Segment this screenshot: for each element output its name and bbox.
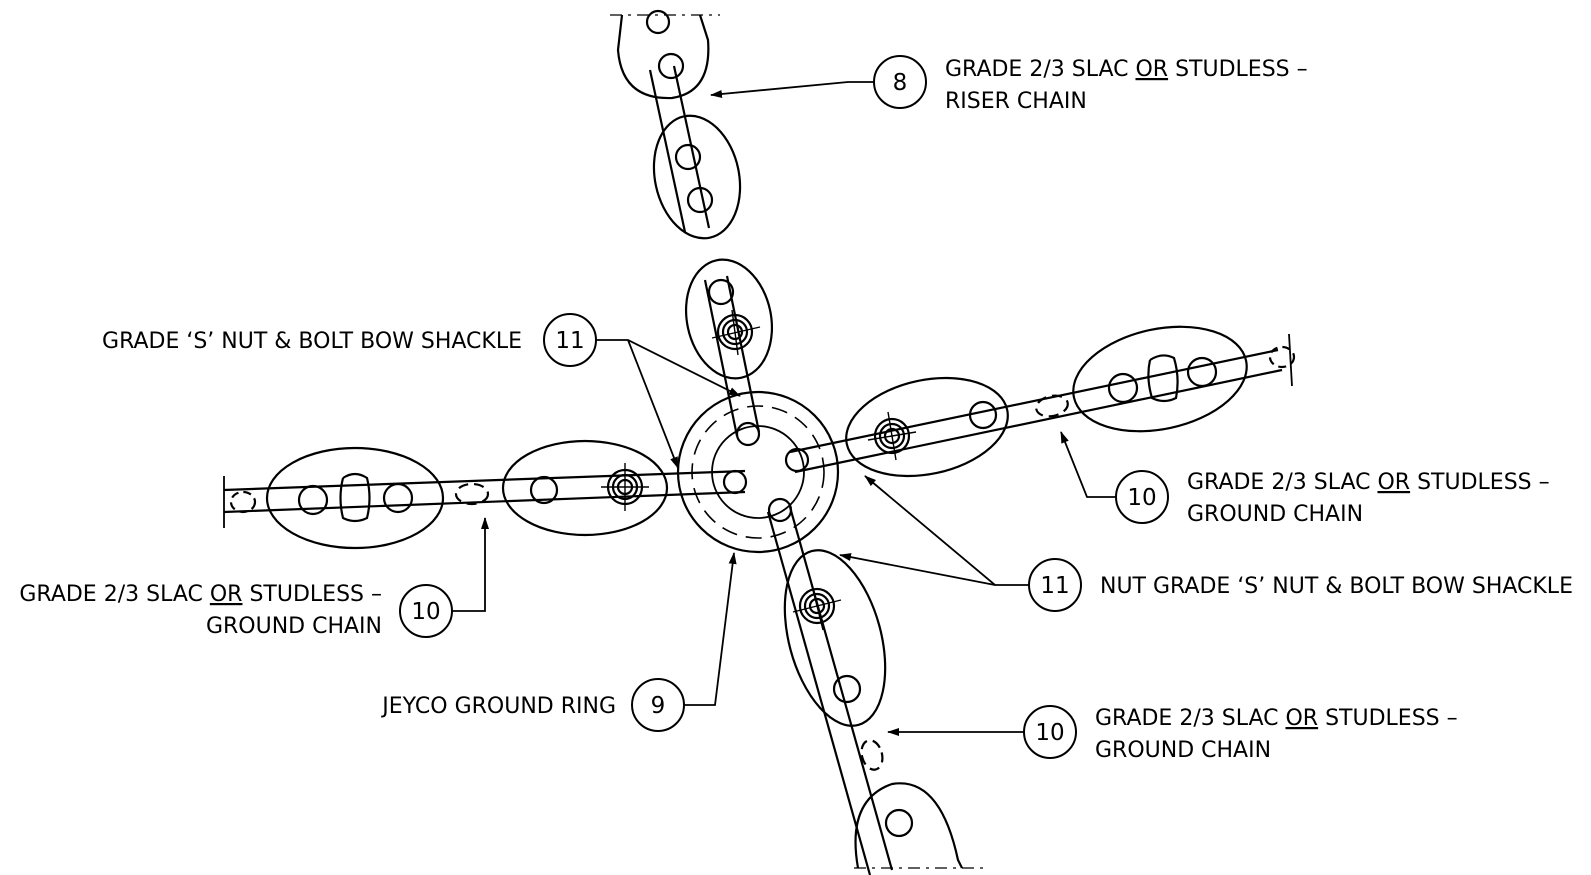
callout-shackle-left: GRADE ‘S’ NUT & BOLT BOW SHACKLE 11 (102, 313, 597, 367)
callout-text-line1: GRADE 2/3 SLAC OR STUDLESS – (1187, 470, 1550, 495)
callout-text-line2: RISER CHAIN (945, 89, 1087, 114)
callout-riser-chain: 8 GRADE 2/3 SLAC OR STUDLESS – RISER CHA… (873, 55, 1308, 114)
callout-text: NUT GRADE ‘S’ NUT & BOLT BOW SHACKLE (1100, 574, 1573, 599)
ground-ring (676, 390, 840, 554)
callout-text-line1: GRADE 2/3 SLAC OR STUDLESS – (1095, 706, 1458, 731)
callout-text-line1: GRADE 2/3 SLAC OR STUDLESS – (945, 57, 1308, 82)
callout-text-line1: GRADE 2/3 SLAC OR STUDLESS – (19, 582, 382, 607)
callout-bubble (543, 313, 597, 367)
callout-number: 11 (1040, 573, 1069, 599)
callout-ground-chain-right: 10 GRADE 2/3 SLAC OR STUDLESS – GROUND C… (1115, 470, 1550, 527)
callout-number: 9 (651, 693, 666, 719)
callout-number: 10 (1035, 720, 1064, 746)
callout-number: 10 (411, 599, 440, 625)
callout-ground-chain-bottom: 10 GRADE 2/3 SLAC OR STUDLESS – GROUND C… (1023, 705, 1458, 763)
callout-bubble (1023, 705, 1077, 759)
callout-text-line2: GROUND CHAIN (1095, 738, 1271, 763)
callout-ground-chain-left: GRADE 2/3 SLAC OR STUDLESS – GROUND CHAI… (19, 582, 453, 639)
callout-number: 10 (1127, 485, 1156, 511)
callout-bubble (631, 678, 685, 732)
ground-chain-bottom (766, 497, 984, 875)
callout-text: JEYCO GROUND RING (380, 694, 616, 719)
callout-bubble (1115, 470, 1169, 524)
callout-text-line2: GROUND CHAIN (1187, 502, 1363, 527)
callout-text: GRADE ‘S’ NUT & BOLT BOW SHACKLE (102, 329, 522, 354)
ground-chain-right (784, 325, 1296, 478)
ground-chain-left (223, 439, 748, 550)
callout-leaders (452, 81, 1117, 736)
callout-bubble (1028, 558, 1082, 612)
riser-chain (610, 9, 774, 447)
callout-bubble (873, 55, 927, 109)
callout-number: 8 (893, 70, 908, 96)
callout-shackle-right: 11 NUT GRADE ‘S’ NUT & BOLT BOW SHACKLE (1028, 558, 1573, 612)
callout-ground-ring: JEYCO GROUND RING 9 (380, 678, 685, 732)
callout-text-line2: GROUND CHAIN (206, 614, 382, 639)
callout-bubble (399, 584, 453, 638)
callout-number: 11 (555, 328, 584, 354)
